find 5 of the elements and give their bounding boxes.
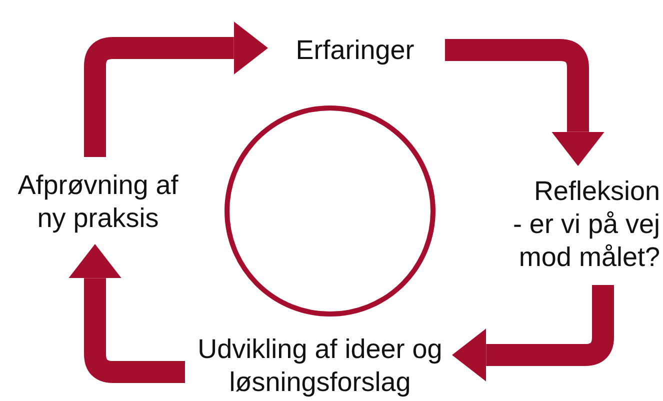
- step-label: Refleksion: [532, 174, 660, 208]
- step-question: - er vi på vej mod målet?: [512, 208, 660, 274]
- step-label: Afprøvning af ny praksis: [16, 169, 180, 235]
- step-label: Erfaringer: [294, 34, 416, 66]
- step-label: Udvikling af ideer og løsningsforslag: [196, 332, 444, 398]
